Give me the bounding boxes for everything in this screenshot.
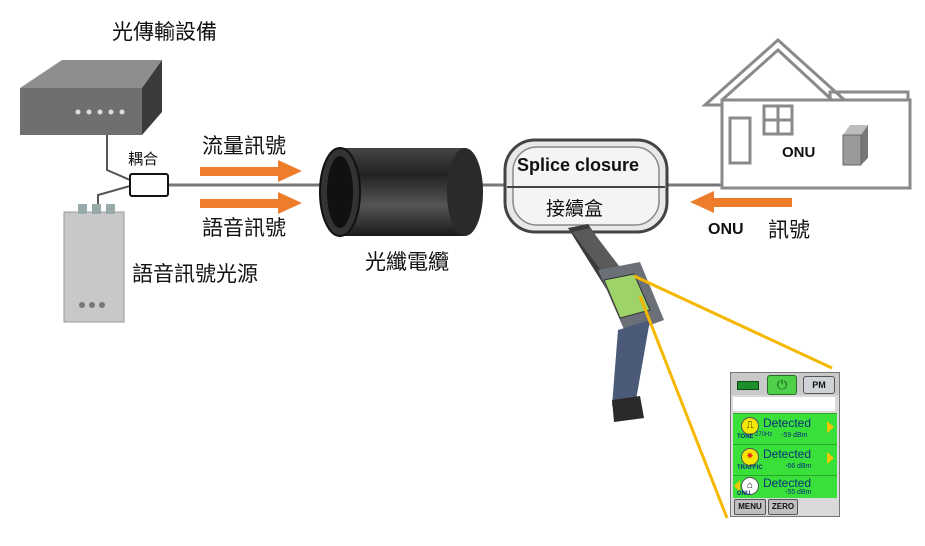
voice-signal-label: 語音訊號: [202, 216, 286, 240]
onu-signal-label-en: ONU: [708, 221, 744, 238]
tone-type: TONE: [737, 434, 754, 440]
traffic-signal-label: 流量訊號: [202, 134, 286, 158]
zero-button[interactable]: ZERO: [768, 499, 798, 515]
screen-blank-bar: [733, 397, 835, 411]
tone-icon: ⎍: [741, 417, 759, 435]
optical-transmission-equipment: [20, 60, 162, 135]
onu-device: [842, 125, 868, 166]
voice-source-label: 語音訊號光源: [132, 262, 258, 286]
handheld-tester: [568, 224, 664, 422]
equipment-label: 光傳輸設備: [112, 20, 217, 44]
splice-closure: [503, 138, 669, 234]
onu-signal-label-zh: 訊號: [768, 218, 810, 242]
traffic-icon: ✷: [741, 448, 759, 466]
traffic-status: Detected: [763, 447, 812, 461]
splice-closure-zh-label: 接續盒: [546, 198, 604, 220]
onu-house-label: ONU: [782, 144, 816, 161]
onu-type: ONU: [737, 491, 751, 497]
tone-arrow-icon: [827, 421, 834, 433]
splice-closure-en-label: Splice closure: [517, 155, 640, 175]
house: [701, 37, 912, 190]
tone-row[interactable]: ⎍ Detected TONE 270Hz -59 dBm: [733, 413, 837, 444]
onu-row[interactable]: ⌂ Detected ONU -55 dBm: [733, 475, 837, 498]
traffic-type: TRAFFIC: [737, 465, 763, 471]
home-icon: ⌂: [741, 477, 759, 495]
voice-signal-source-device: [63, 204, 125, 323]
screen-topbar: ⏻ PM: [731, 373, 839, 395]
menu-button[interactable]: MENU: [734, 499, 766, 515]
tone-level: -59 dBm: [781, 432, 808, 439]
fiber-cable-cylinder: [319, 147, 483, 237]
equipment-cable: [106, 135, 131, 181]
onu-status: Detected: [763, 476, 812, 490]
voice-arrow: [200, 192, 302, 214]
onu-level: -55 dBm: [785, 489, 812, 496]
coupler-box: [129, 173, 169, 197]
battery-icon: [737, 381, 759, 390]
traffic-row[interactable]: ✷ Detected TRAFFIC -66 dBm: [733, 444, 837, 475]
tone-status: Detected: [763, 416, 812, 430]
callout-lines: [633, 274, 833, 519]
tone-freq: 270Hz: [755, 432, 773, 438]
power-icon[interactable]: ⏻: [767, 375, 797, 395]
onu-arrow: [690, 191, 792, 213]
traffic-arrow: [200, 160, 302, 182]
tester-screen: ⏻ PM ⎍ Detected TONE 270Hz -59 dBm ✷ Det…: [730, 372, 840, 517]
traffic-level: -66 dBm: [785, 463, 812, 470]
fiber-cable-label: 光纖電纜: [365, 250, 449, 274]
traffic-arrow-icon: [827, 452, 834, 464]
coupler-label: 耦合: [128, 150, 159, 168]
onu-left-arrow-icon: [734, 480, 740, 492]
pm-button[interactable]: PM: [803, 376, 835, 394]
